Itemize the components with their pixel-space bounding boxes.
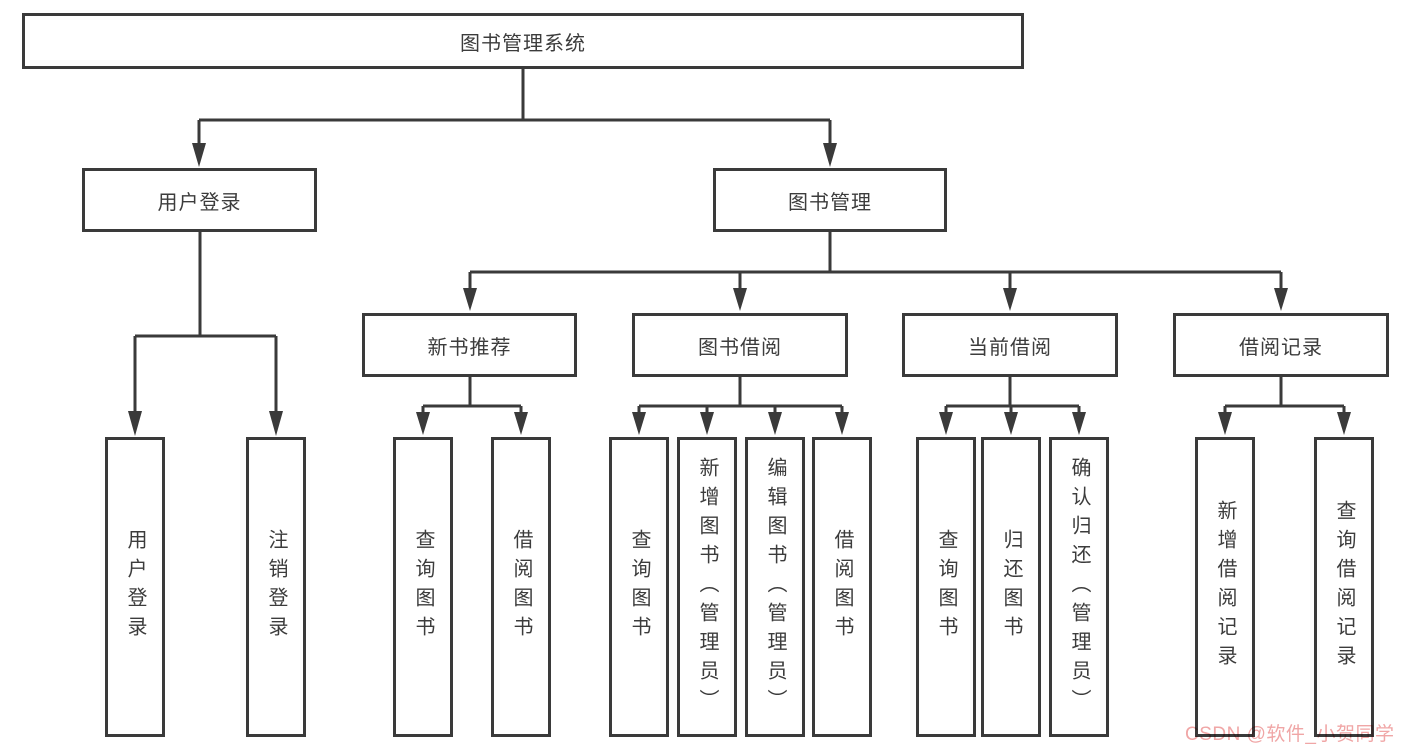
node-borrow-records-label: 借阅记录 (1239, 336, 1323, 359)
leaf-borrow-books-label: 借阅图书 (831, 529, 853, 645)
arrowhead (768, 412, 782, 435)
arrowhead (128, 411, 142, 436)
leaf-confirm-return-admin-label: 确认归还（管理员） (1068, 456, 1090, 718)
arrowhead (1003, 288, 1017, 311)
node-new-book-rec-label: 新书推荐 (427, 336, 512, 359)
leaf-borrow-query-books: 查询图书 (609, 437, 669, 737)
leaf-rec-borrow-books: 借阅图书 (491, 437, 551, 737)
leaf-add-borrow-record: 新增借阅记录 (1195, 437, 1255, 737)
node-current-borrow-label: 当前借阅 (968, 336, 1052, 359)
leaf-confirm-return-admin: 确认归还（管理员） (1049, 437, 1109, 737)
leaf-user-login: 用户登录 (105, 437, 165, 737)
node-root-label: 图书管理系统 (460, 32, 586, 55)
connector-current-borrow (944, 377, 1081, 414)
leaf-borrow-query-books-label: 查询图书 (628, 529, 650, 645)
node-book-borrow-label: 图书借阅 (698, 336, 782, 359)
connector-new-book-rec (421, 377, 523, 414)
leaf-edit-books-admin-label: 编辑图书（管理员） (764, 456, 786, 718)
arrowheads (128, 143, 1351, 436)
leaf-edit-books-admin: 编辑图书（管理员） (745, 437, 805, 737)
arrowhead (1004, 412, 1018, 435)
arrowhead (1072, 412, 1086, 435)
arrowhead (1337, 412, 1351, 435)
leaf-logout-label: 注销登录 (265, 529, 287, 645)
node-current-borrow: 当前借阅 (902, 313, 1118, 377)
arrowhead (514, 412, 528, 435)
leaf-logout: 注销登录 (246, 437, 306, 737)
connector-user-login (133, 232, 278, 413)
node-book-mgmt-label: 图书管理 (788, 191, 872, 214)
leaf-return-books: 归还图书 (981, 437, 1041, 737)
leaf-user-login-label: 用户登录 (124, 529, 146, 645)
node-book-borrow: 图书借阅 (632, 313, 848, 377)
arrowhead (939, 412, 953, 435)
leaf-current-query-books: 查询图书 (916, 437, 976, 737)
node-new-book-rec: 新书推荐 (362, 313, 577, 377)
connector-lines (133, 69, 1346, 414)
node-borrow-records: 借阅记录 (1173, 313, 1389, 377)
leaf-borrow-books: 借阅图书 (812, 437, 872, 737)
arrowhead (269, 411, 283, 436)
leaf-add-books-admin-label: 新增图书（管理员） (696, 456, 718, 718)
arrowhead (823, 143, 837, 167)
arrowhead (1274, 288, 1288, 311)
leaf-add-borrow-record-label: 新增借阅记录 (1214, 500, 1236, 674)
leaf-add-books-admin: 新增图书（管理员） (677, 437, 737, 737)
arrowhead (192, 143, 206, 167)
connector-borrow-records (1223, 377, 1346, 414)
csdn-watermark: CSDN @软件_小贺同学 (1185, 724, 1395, 745)
arrowhead (416, 412, 430, 435)
arrowhead (835, 412, 849, 435)
node-book-mgmt: 图书管理 (713, 168, 947, 232)
leaf-current-query-books-label: 查询图书 (935, 529, 957, 645)
leaf-rec-query-books: 查询图书 (393, 437, 453, 737)
leaf-rec-query-books-label: 查询图书 (412, 529, 434, 645)
connector-book-mgmt (468, 232, 1283, 290)
leaf-return-books-label: 归还图书 (1000, 529, 1022, 645)
node-user-login-label: 用户登录 (157, 191, 242, 214)
node-root: 图书管理系统 (22, 13, 1024, 69)
connector-root (197, 69, 832, 145)
arrowhead (463, 288, 477, 311)
leaf-query-borrow-record: 查询借阅记录 (1314, 437, 1374, 737)
arrowhead (700, 412, 714, 435)
connector-book-borrow (637, 377, 844, 414)
node-user-login: 用户登录 (82, 168, 317, 232)
arrowhead (1218, 412, 1232, 435)
leaf-rec-borrow-books-label: 借阅图书 (510, 529, 532, 645)
arrowhead (733, 288, 747, 311)
leaf-query-borrow-record-label: 查询借阅记录 (1333, 500, 1355, 674)
arrowhead (632, 412, 646, 435)
